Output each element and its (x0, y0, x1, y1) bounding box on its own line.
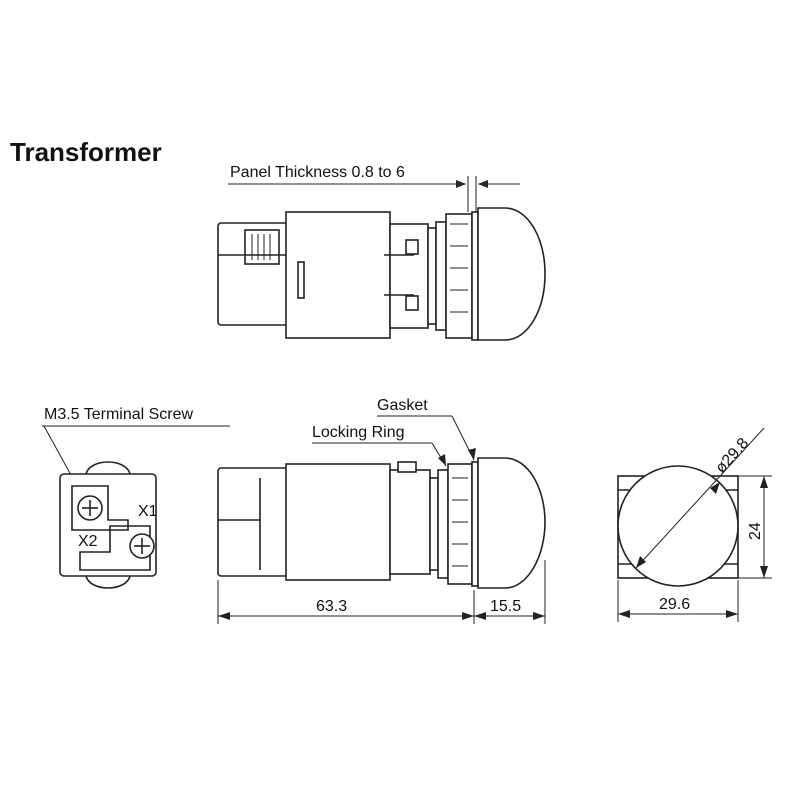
terminal-x2-label: X2 (78, 533, 98, 550)
panel-thickness-label: Panel Thickness 0.8 to 6 (230, 164, 405, 181)
front-view: ø29.8 24 29.6 (617, 427, 772, 622)
dim-height: 24 (747, 522, 764, 540)
gasket-label: Gasket (377, 397, 428, 414)
dim-lens-length: 15.5 (490, 598, 521, 615)
terminal-x1-label: X1 (138, 503, 158, 520)
top-view: Panel Thickness 0.8 to 6 (217, 164, 546, 341)
dim-diameter: ø29.8 (712, 435, 752, 477)
dim-width: 29.6 (659, 596, 690, 613)
drawing-title: Transformer (10, 137, 162, 167)
side-view: Gasket Locking Ring (217, 397, 546, 624)
terminal-screw-label: M3.5 Terminal Screw (44, 406, 194, 423)
dim-body-length: 63.3 (316, 598, 347, 615)
terminal-view: M3.5 Terminal Screw X1 X2 (42, 406, 230, 589)
locking-ring-label: Locking Ring (312, 424, 405, 441)
